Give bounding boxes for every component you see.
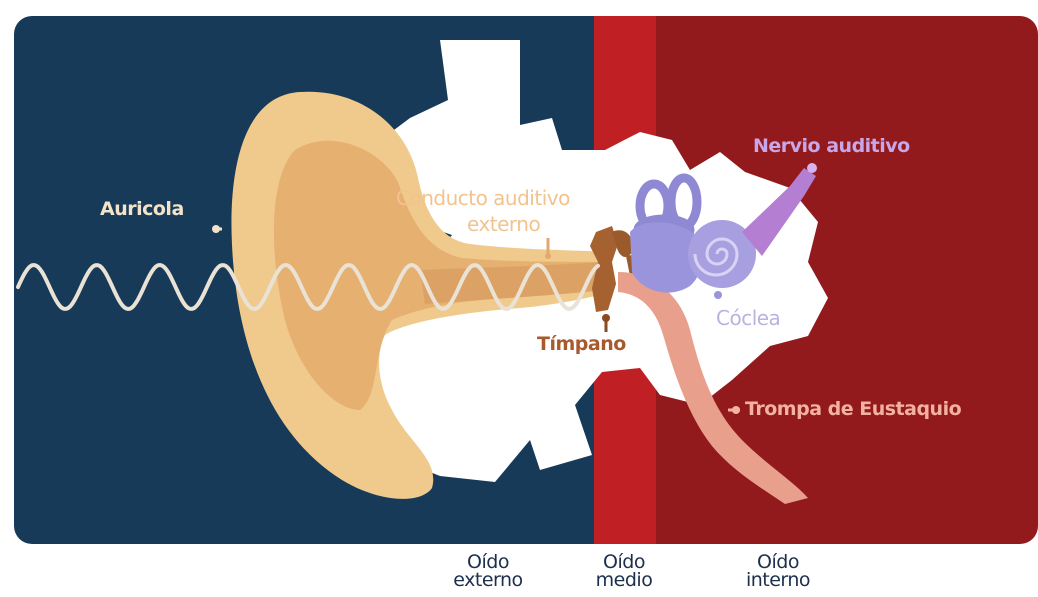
zone-middle-line2: medio — [544, 571, 704, 589]
zone-label-inner-ear: Oído interno — [698, 553, 858, 589]
zone-inner-line2: interno — [698, 571, 858, 589]
nerve-end — [807, 163, 817, 173]
label-auricle: Auricola — [100, 198, 184, 220]
label-cochlea: Cóclea — [716, 306, 780, 330]
label-ear-canal-line1: Conducto auditivo — [396, 186, 570, 210]
label-auditory-nerve: Nervio auditivo — [753, 135, 910, 157]
label-ear-canal-line2: externo — [467, 212, 540, 236]
label-eardrum: Tímpano — [537, 333, 626, 355]
zone-label-middle-ear: Oído medio — [544, 553, 704, 589]
label-eustachian-tube: Trompa de Eustaquio — [745, 398, 961, 420]
